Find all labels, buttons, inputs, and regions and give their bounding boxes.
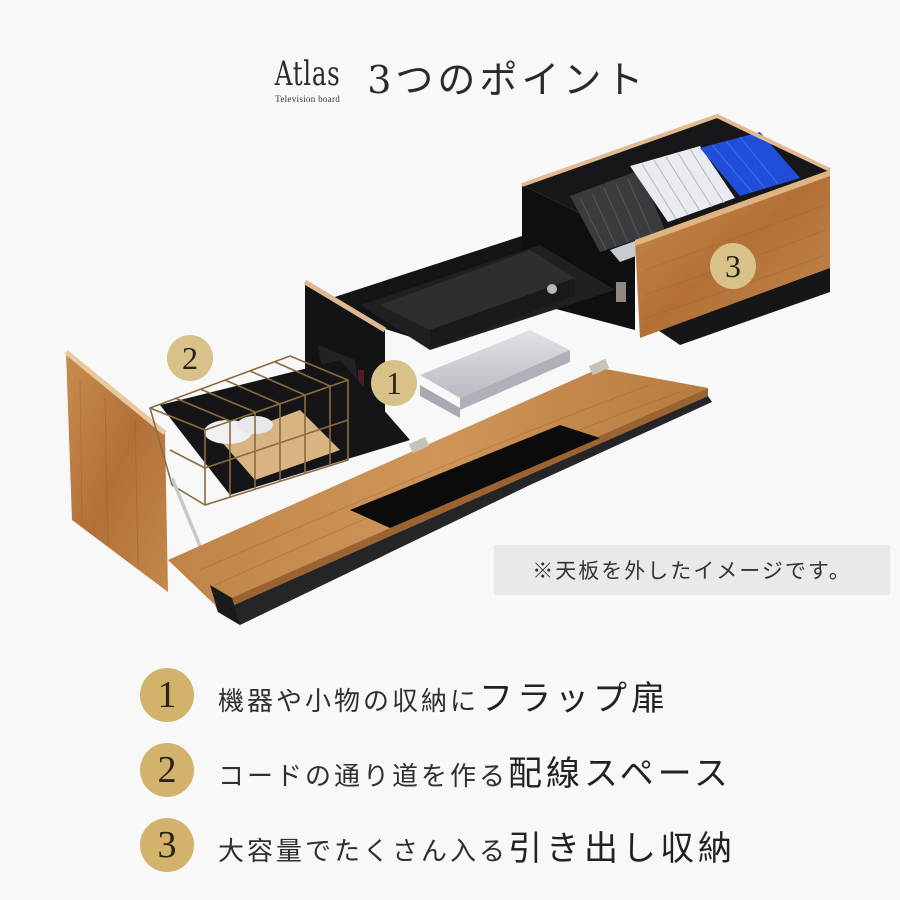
brand-name: Atlas — [274, 54, 341, 94]
number-badge: 3 — [140, 818, 194, 872]
feature-text: 機器や小物の収納に フラップ扉 — [218, 671, 669, 720]
feature-item-1: 1 機器や小物の収納に フラップ扉 — [140, 665, 840, 725]
feature-item-3: 3 大容量でたくさん入る 引き出し収納 — [140, 815, 840, 875]
page-title: 3つのポイント — [367, 58, 648, 102]
title-block: Atlas Television board 3つのポイント — [262, 56, 647, 112]
feature-emphasis: フラップ扉 — [479, 678, 670, 719]
marker-3: 3 — [710, 243, 756, 289]
feature-lead: 大容量でたくさん入る — [218, 836, 509, 867]
product-illustration: 2 1 3 — [0, 110, 900, 640]
number-badge: 2 — [140, 743, 194, 797]
feature-lead: 機器や小物の収納に — [218, 686, 480, 717]
image-note-text: ※天板を外したイメージです。 — [532, 559, 852, 583]
feature-text: 大容量でたくさん入る 引き出し収納 — [218, 821, 736, 870]
number-badge: 1 — [140, 668, 194, 722]
feature-list: 1 機器や小物の収納に フラップ扉 2 コードの通り道を作る 配線スペース 3 … — [140, 665, 840, 890]
feature-emphasis: 配線スペース — [508, 753, 732, 794]
feature-emphasis: 引き出し収納 — [508, 828, 737, 869]
feature-lead: コードの通り道を作る — [218, 761, 509, 792]
feature-text: コードの通り道を作る 配線スペース — [218, 746, 732, 795]
brand-subtitle: Television board — [275, 94, 341, 104]
marker-2: 2 — [167, 335, 213, 381]
brand-logo: Atlas Television board — [262, 56, 353, 104]
image-note: ※天板を外したイメージです。 — [494, 545, 890, 595]
marker-1: 1 — [371, 360, 417, 406]
feature-item-2: 2 コードの通り道を作る 配線スペース — [140, 740, 840, 800]
